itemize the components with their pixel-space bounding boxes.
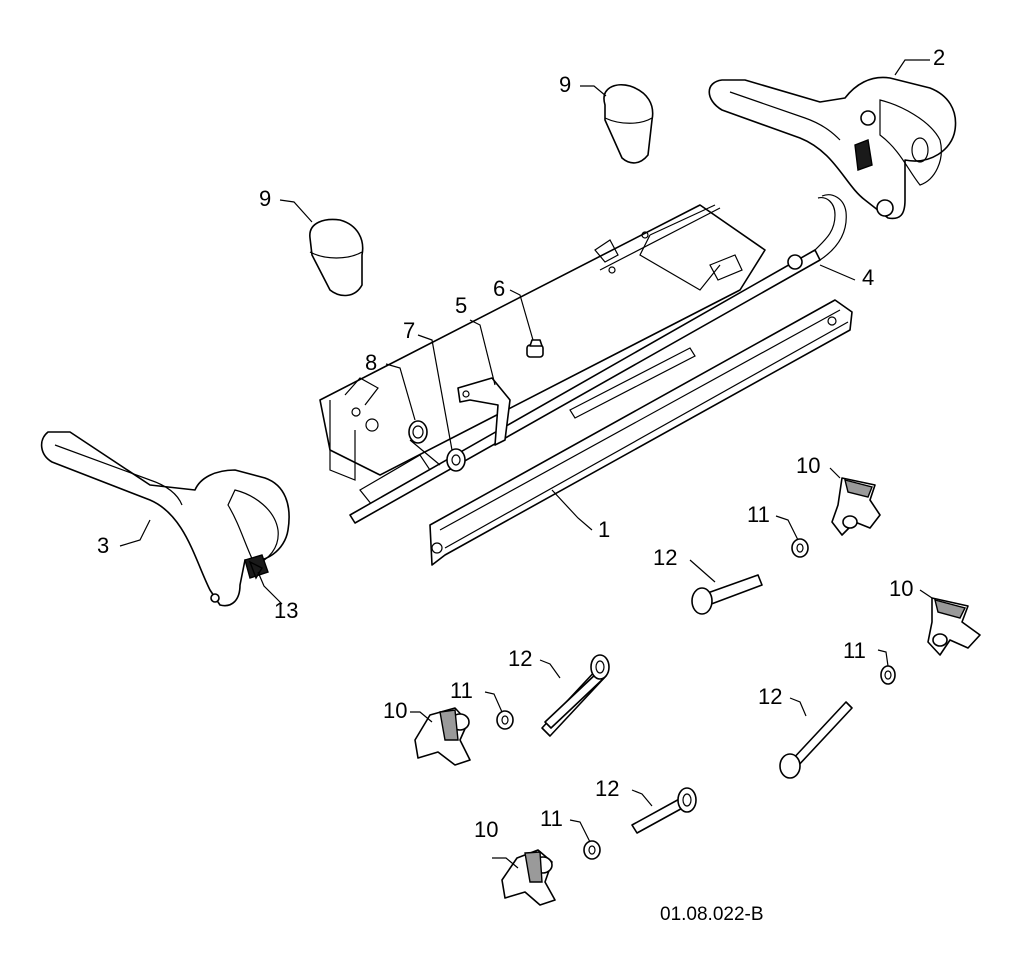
part-11-washer-c — [496, 710, 514, 730]
part-2-right-handle — [708, 76, 957, 220]
callout-13: 13 — [274, 598, 298, 623]
callout-10-c: 10 — [383, 698, 407, 723]
part-11-washer-b — [880, 665, 896, 685]
callout-9-upper: 9 — [559, 72, 571, 97]
part-9-knob-lower — [309, 218, 364, 297]
callout-11-d: 11 — [540, 806, 563, 831]
callout-12-c: 12 — [758, 684, 782, 709]
part-11-washer-d — [583, 840, 601, 860]
callout-10-b: 10 — [889, 576, 913, 601]
callout-12-a: 12 — [653, 545, 677, 570]
part-12-bolt-a — [691, 574, 763, 615]
part-11-washer-a — [791, 538, 809, 558]
leader-lines — [119, 59, 933, 869]
callout-2: 2 — [933, 45, 945, 70]
callout-12-d: 12 — [595, 776, 619, 801]
callout-11-b: 11 — [843, 638, 866, 663]
drawing-number: 01.08.022-B — [660, 904, 764, 925]
part-10-star-knob-b — [927, 597, 981, 656]
part-1-seat-slide-frame — [319, 204, 853, 566]
part-10-star-knob-c — [414, 707, 471, 766]
callout-7: 7 — [403, 318, 415, 343]
part-12-bolt-b — [541, 654, 610, 737]
callout-11-c: 11 — [450, 678, 473, 703]
callout-3: 3 — [97, 533, 109, 558]
part-7-washer — [446, 448, 466, 472]
callout-1: 1 — [598, 517, 610, 542]
callout-12-b: 12 — [508, 646, 532, 671]
callout-5: 5 — [455, 293, 467, 318]
callout-10-d: 10 — [474, 817, 498, 842]
callout-8: 8 — [365, 350, 377, 375]
callout-9-lower: 9 — [259, 186, 271, 211]
part-9-knob-upper — [603, 84, 654, 164]
part-6-screw — [526, 339, 544, 358]
part-12-bolt-c — [779, 701, 853, 779]
callout-labels: 1 2 3 4 5 6 7 8 9 9 10 10 10 10 11 11 11… — [97, 45, 945, 842]
part-3-left-handle — [40, 431, 290, 607]
part-12-bolt-d — [631, 787, 697, 834]
part-8-spring — [408, 420, 441, 466]
callout-10-a: 10 — [796, 453, 820, 478]
callout-4: 4 — [862, 265, 874, 290]
part-10-star-knob-d — [501, 849, 556, 906]
part-4-release-rod — [349, 194, 847, 524]
callout-6: 6 — [493, 276, 505, 301]
part-10-star-knob-a — [831, 477, 881, 536]
part-5-bracket — [457, 377, 511, 446]
callout-11-a: 11 — [747, 502, 770, 527]
